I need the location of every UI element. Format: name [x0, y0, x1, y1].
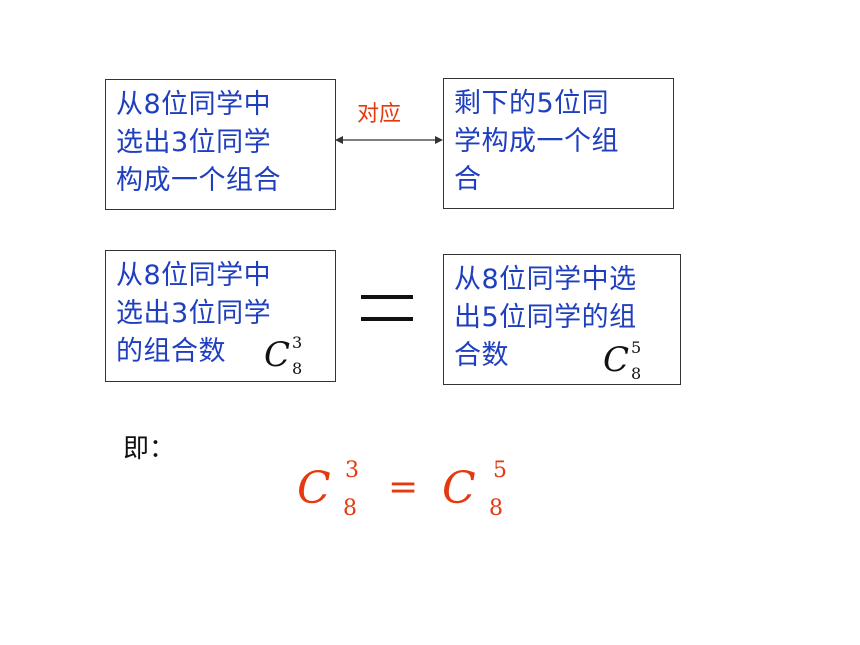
text-line: 从8位同学中选 — [454, 264, 637, 295]
text-line: 选出3位同学 — [116, 127, 272, 158]
formula-left-sup: 3 — [345, 458, 359, 483]
text-line: 选出3位同学 — [116, 298, 272, 329]
text-line: 学构成一个组 — [454, 126, 619, 157]
formula-equals: = — [388, 467, 419, 508]
binomial-sup: 3 — [292, 333, 303, 352]
formula-right-symbol: C — [442, 463, 476, 514]
double-arrow-icon — [335, 136, 443, 144]
text-line: 的组合数 — [116, 336, 226, 367]
formula-right-sup: 5 — [493, 458, 507, 483]
formula-right-sub: 8 — [489, 496, 503, 521]
text-line: 合数 — [454, 340, 509, 371]
text-line: 出5位同学的组 — [454, 302, 637, 333]
complement-description-box: 剩下的5位同 学构成一个组 合 — [443, 78, 674, 209]
text-line: 剩下的5位同 — [454, 88, 610, 119]
binomial-symbol: C — [603, 340, 630, 380]
text-line: 构成一个组合 — [116, 165, 281, 196]
binomial-symbol: C — [264, 335, 291, 375]
binomial-sub: 8 — [631, 364, 642, 383]
formula-left-symbol: C — [297, 463, 331, 514]
correspondence-label: 对应 — [357, 102, 402, 127]
that-is-label: 即： — [123, 434, 176, 464]
formula-left-sub: 8 — [343, 496, 357, 521]
text-line: 从8位同学中 — [116, 260, 272, 291]
combination-count-box: 从8位同学中 选出3位同学 的组合数 — [105, 250, 336, 382]
complement-count-box: 从8位同学中选 出5位同学的组 合数 — [443, 254, 681, 385]
combination-description-box: 从8位同学中 选出3位同学 构成一个组合 — [105, 79, 336, 210]
equals-sign — [361, 291, 413, 327]
binomial-sub: 8 — [292, 359, 303, 378]
binomial-sup: 5 — [631, 338, 642, 357]
text-line: 合 — [454, 164, 482, 195]
text-line: 从8位同学中 — [116, 89, 272, 120]
